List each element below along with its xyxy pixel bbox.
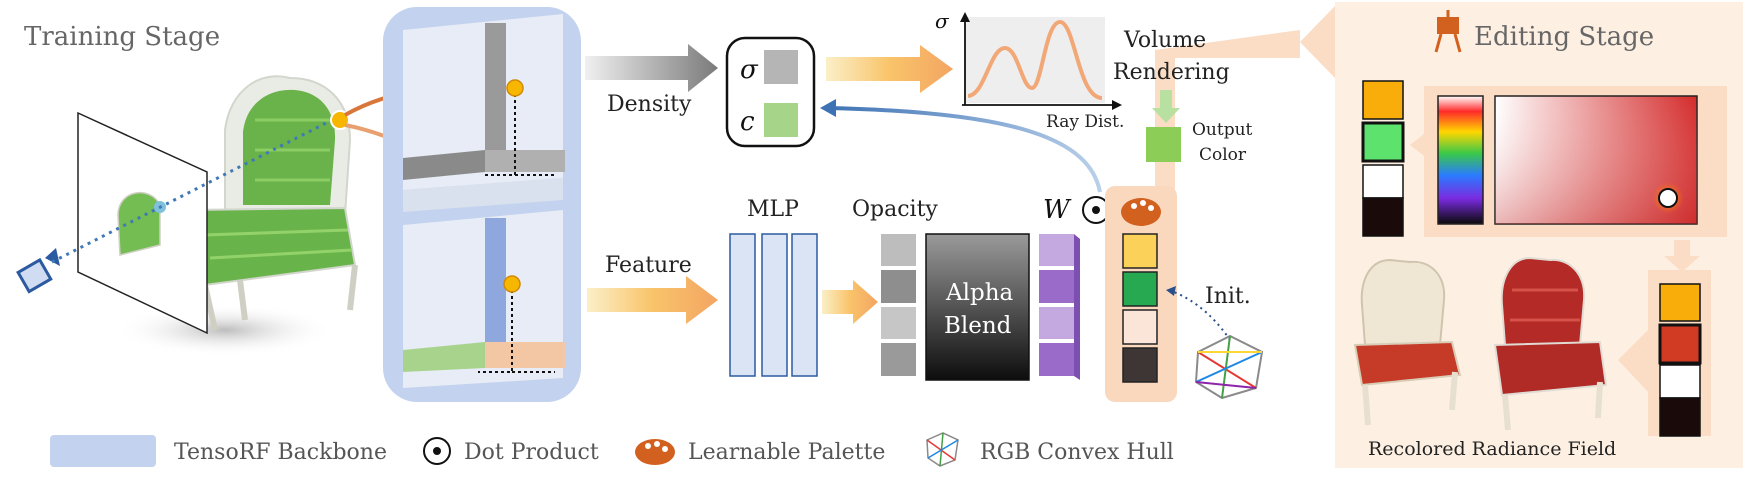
alpha-blend-label-line1: Alpha [945,280,1014,306]
legend-label-convex-hull: RGB Convex Hull [980,440,1174,465]
opacity-stack [881,234,916,376]
feedback-arrowhead [820,99,836,117]
recolored-chairs [1353,256,1608,431]
output-color-label-line1: Output [1192,120,1253,140]
recolored-label: Recolored Radiance Field [1368,438,1616,460]
plot-y-label: σ [935,9,950,33]
edit-palette-top [1361,80,1405,237]
camera-icon [16,248,60,294]
easel-icon [1434,10,1462,53]
legend-label-dot-product: Dot Product [464,440,599,465]
mlp-label: MLP [747,197,799,222]
weight-stack [1039,234,1080,380]
mlp-out-arrow [822,280,878,324]
sigma-c-box [725,36,816,148]
volume-rendering-label-line1: Volume [1123,28,1206,53]
editing-stage-title: Editing Stage [1474,22,1654,52]
c-symbol: c [740,107,755,137]
density-plot [960,12,1122,110]
init-label: Init. [1205,284,1251,309]
volume-arrow [826,45,953,93]
alpha-blend-label-line2: Blend [944,313,1012,339]
training-stage-title: Training Stage [24,22,220,52]
feature-label: Feature [605,253,692,278]
output-color-swatch [1146,127,1181,162]
legend: TensoRF Backbone Dot Product Learnable P… [50,432,1174,467]
output-color-label-line2: Color [1199,145,1247,165]
density-arrow [585,44,718,92]
hue-slider[interactable] [1437,95,1484,225]
scene-illustration [16,66,516,356]
convex-hull-icon [1194,334,1264,400]
color-picker[interactable] [1424,86,1727,237]
sigma-symbol: σ [740,55,759,85]
mlp-block [729,233,818,377]
palette-icon [1121,198,1161,226]
dot-product-icon [1082,196,1110,224]
edit-palette-bottom [1648,270,1711,437]
convex-hull-icon [926,432,959,467]
density-label: Density [607,92,692,117]
tensorf-backbone-panel [383,7,581,402]
feedback-arrow [825,106,1102,193]
feature-arrow [587,276,718,324]
blue-swatch-icon [50,435,156,467]
w-symbol: W [1043,195,1072,225]
legend-label-backbone: TensoRF Backbone [174,440,387,465]
plot-x-label: Ray Dist. [1046,112,1124,132]
output-arrow [1152,90,1180,123]
palette-panel [1105,186,1177,402]
legend-label-palette: Learnable Palette [688,440,885,465]
picker-handle[interactable] [1658,188,1678,208]
alpha-blend-box [925,233,1030,381]
palette-icon [635,439,675,465]
dot-product-icon [423,437,451,465]
opacity-label: Opacity [852,197,938,222]
volume-rendering-label-line2: Rendering [1113,60,1230,85]
